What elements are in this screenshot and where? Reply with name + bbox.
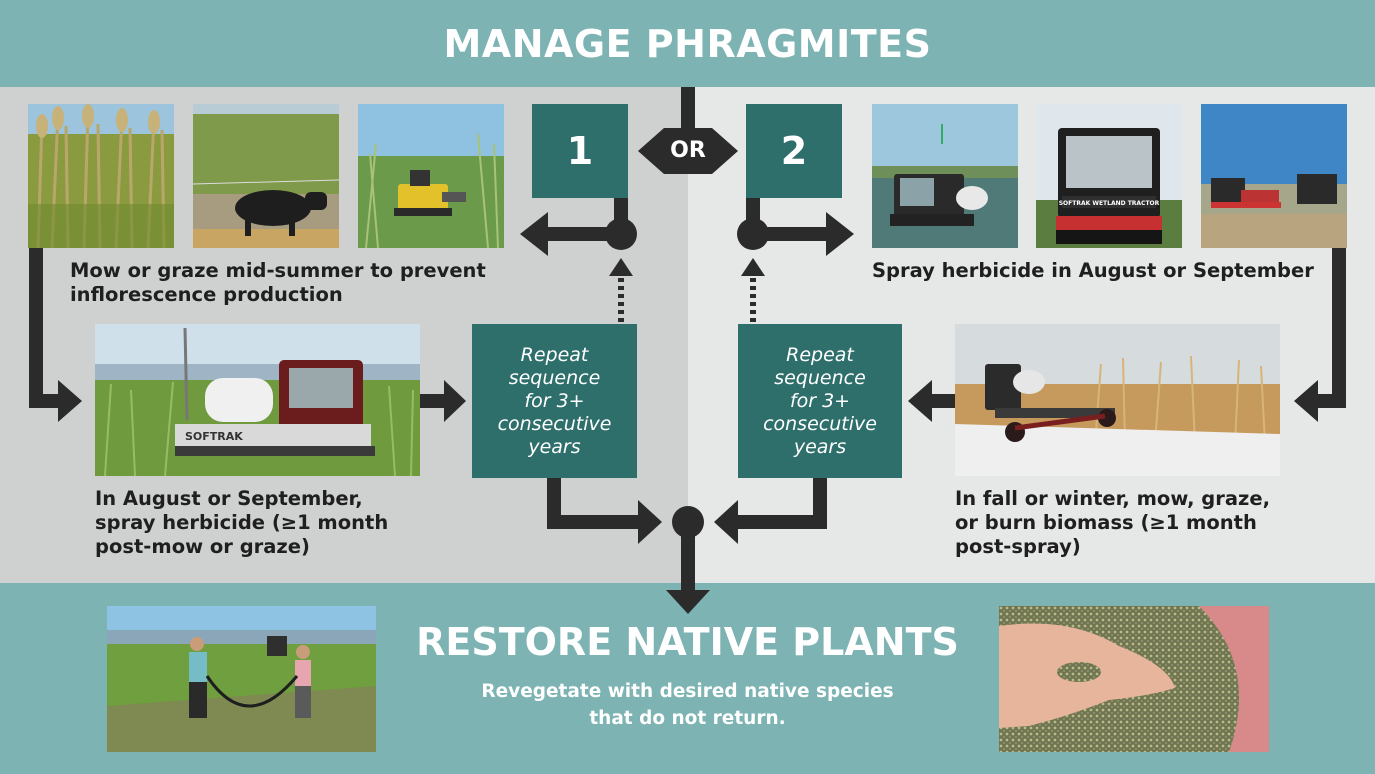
page-title: MANAGE PHRAGMITES [443,22,932,66]
option-1-repeat-text: Repeat sequence for 3+ consecutive years [497,343,612,458]
photo-planting-natives [107,606,376,752]
option-2-step-2-caption: In fall or winter, mow, graze, or burn b… [955,487,1270,558]
photo-grazing-cattle [193,104,339,248]
photo-two-sprayers [1201,104,1347,248]
restore-subtitle-line-2: that do not return. [589,708,786,729]
option-2-step-1-caption: Spray herbicide in August or September [872,259,1314,282]
header-band [0,0,1375,87]
option-2-number: 2 [746,104,842,198]
option-1-step-1-caption: Mow or graze mid-summer to prevent inflo… [70,259,486,306]
option-2-repeat-box: Repeat sequence for 3+ consecutive years [738,324,902,478]
photo-tall-reeds [28,104,174,248]
photo-winter-mowing [955,324,1280,476]
photo-marsh-vehicle [872,104,1018,248]
restore-subtitle: Revegetate with desired native species t… [0,678,1375,732]
photo-softrak-wetland-tractor: SOFTRAK WETLAND TRACTOR [1036,104,1182,248]
softrak-label: SOFTRAK [185,430,243,443]
softrak-wetland-label: SOFTRAK WETLAND TRACTOR [1059,200,1160,207]
restore-title: RESTORE NATIVE PLANTS [416,620,959,664]
or-label: OR [670,138,706,163]
option-1-step-2-caption: In August or September, spray herbicide … [95,487,389,558]
option-2-repeat-text: Repeat sequence for 3+ consecutive years [763,343,877,458]
photo-mower-in-reeds [358,104,504,248]
photo-softrak-sprayer: SOFTRAK [95,324,420,476]
option-1-number: 1 [532,104,628,198]
restore-subtitle-line-1: Revegetate with desired native species [481,681,894,702]
photo-seeds-in-hand [999,606,1269,752]
option-1-repeat-box: Repeat sequence for 3+ consecutive years [472,324,637,478]
